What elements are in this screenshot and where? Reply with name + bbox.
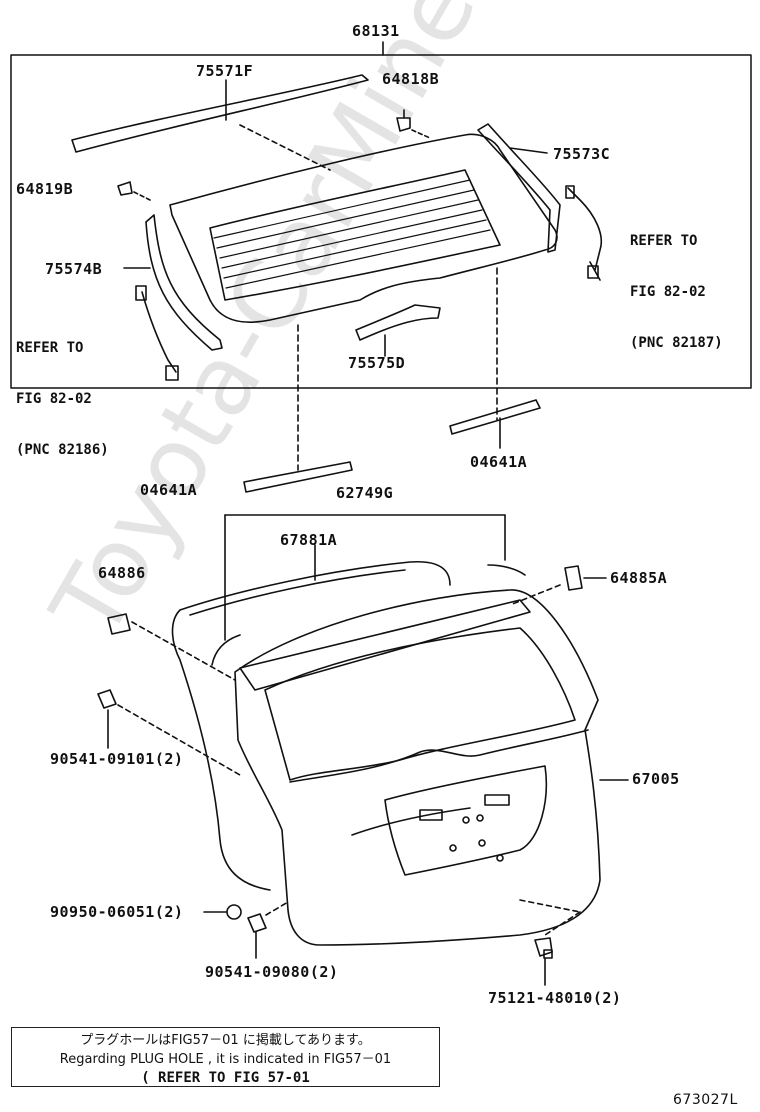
label-64885a: 64885A <box>610 569 668 587</box>
cushion-upper-icon <box>97 689 117 709</box>
label-68131: 68131 <box>352 22 400 40</box>
note-line-refer: ( REFER TO FIG 57-01 <box>141 1070 310 1086</box>
plug-hole-note: プラグホールはFIG57－01 に掲載してあります。 Regarding PLU… <box>11 1027 440 1087</box>
refer-right-line3: (PNC 82187) <box>630 335 723 351</box>
door-weatherstrip <box>171 560 451 891</box>
refer-left-line3: (PNC 82186) <box>16 442 109 458</box>
label-67881a: 67881A <box>280 531 338 549</box>
label-64886: 64886 <box>98 564 146 582</box>
label-64819b: 64819B <box>16 180 74 198</box>
assembly-frame <box>10 54 752 389</box>
plug-icon <box>226 904 242 920</box>
rear-window-glass <box>169 133 558 323</box>
label-75575d: 75575D <box>348 354 406 372</box>
label-75571f: 75571F <box>196 62 254 80</box>
label-04641a-left: 04641A <box>140 481 198 499</box>
label-75573c: 75573C <box>553 145 611 163</box>
label-64818b: 64818B <box>382 70 440 88</box>
dam-right <box>449 399 541 435</box>
label-90950-06051: 90950-06051(2) <box>50 903 184 921</box>
dam-left <box>243 461 353 493</box>
weatherstrip-piece-left <box>211 634 241 666</box>
label-75574b: 75574B <box>45 260 103 278</box>
refer-left-line1: REFER TO <box>16 340 84 356</box>
molding-right <box>477 123 561 253</box>
refer-right: REFER TO FIG 82-02 (PNC 82187) <box>630 199 723 369</box>
defogger-area <box>209 169 501 301</box>
license-plate-recess <box>384 765 548 876</box>
license-lamp-icon <box>534 937 553 959</box>
harness-left-icon <box>141 291 177 373</box>
figure-id: 673027L <box>673 1092 738 1108</box>
clip-upper-right-icon <box>396 109 411 132</box>
label-90541-09080: 90541-09080(2) <box>205 963 339 981</box>
stopper-right-icon <box>564 565 583 591</box>
weatherstrip-piece-right <box>487 564 526 576</box>
label-75121-48010: 75121-48010(2) <box>488 989 622 1007</box>
clip-left-icon <box>117 181 133 196</box>
label-62749g: 62749G <box>336 484 394 502</box>
refer-right-line1: REFER TO <box>630 233 698 249</box>
molding-lower <box>355 304 441 341</box>
cushion-lower-icon <box>247 913 267 933</box>
label-90541-09101: 90541-09101(2) <box>50 750 184 768</box>
refer-left-line2: FIG 82-02 <box>16 391 92 407</box>
refer-left: REFER TO FIG 82-02 (PNC 82186) <box>16 306 109 476</box>
label-04641a-right: 04641A <box>470 453 528 471</box>
molding-left <box>145 214 223 351</box>
refer-right-line2: FIG 82-02 <box>630 284 706 300</box>
back-door-outline <box>234 589 601 946</box>
hinge-left-icon <box>107 613 131 635</box>
label-67005: 67005 <box>632 770 680 788</box>
note-line-english: Regarding PLUG HOLE , it is indicated in… <box>59 1052 392 1067</box>
note-line-japanese: プラグホールはFIG57－01 に掲載してあります。 <box>80 1033 371 1048</box>
weatherstrip-top <box>71 74 369 153</box>
